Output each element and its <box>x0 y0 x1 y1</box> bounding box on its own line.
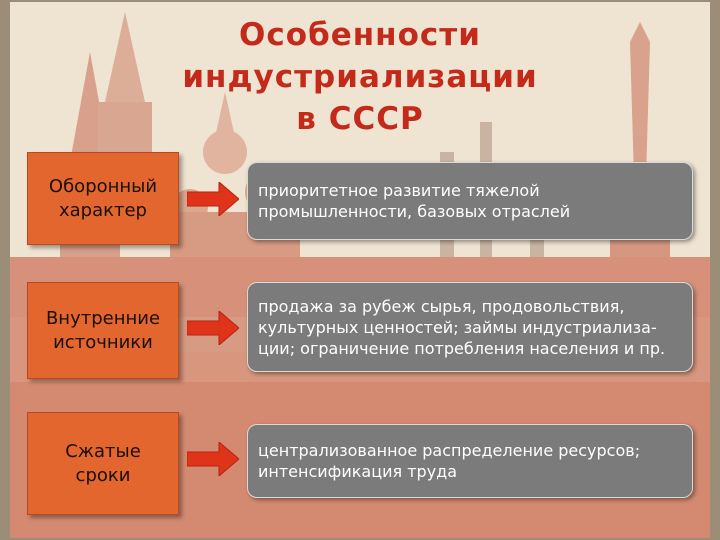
feature-label-line: источники <box>53 331 153 353</box>
feature-label-box: Внутренние источники <box>27 282 179 379</box>
feature-label-line: характер <box>58 199 147 221</box>
feature-label-line: Сжатые <box>65 440 141 462</box>
title-line-1: Особенности <box>239 17 481 53</box>
feature-label-line: Оборонный <box>48 175 158 197</box>
feature-description-box: централизованное распределение ресурсов;… <box>247 424 693 498</box>
feature-label-box: Оборонный характер <box>27 152 179 245</box>
feature-description-box: продажа за рубеж сырья, продовольствия, … <box>247 282 693 372</box>
right-arrow-icon <box>187 442 239 476</box>
title-line-3: в СССР <box>296 101 424 137</box>
slide-title: Особенности индустриализации в СССР <box>140 14 580 140</box>
right-arrow-icon <box>187 311 239 345</box>
feature-description-box: приоритетное развитие тяжелой промышленн… <box>247 162 693 240</box>
feature-description-text: централизованное распределение ресурсов;… <box>258 441 641 481</box>
feature-label-box: Сжатые сроки <box>27 412 179 515</box>
title-line-2: индустриализации <box>182 59 538 95</box>
feature-label-line: сроки <box>75 464 131 486</box>
feature-description-text: продажа за рубеж сырья, продовольствия, … <box>258 296 666 358</box>
right-arrow-icon <box>187 182 239 216</box>
feature-description-text: приоритетное развитие тяжелой промышленн… <box>258 181 571 221</box>
feature-label-line: Внутренние <box>45 307 161 329</box>
